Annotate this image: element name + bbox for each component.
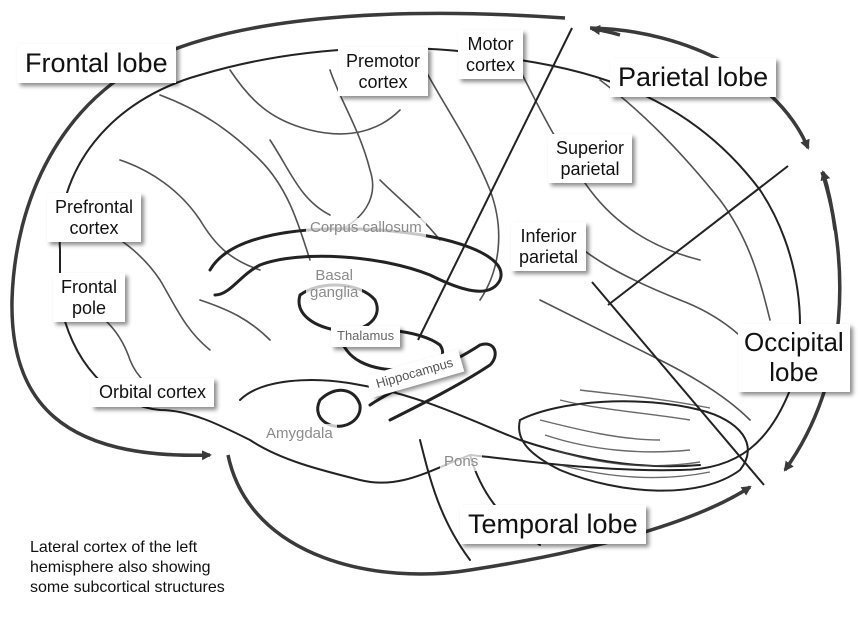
occipital-lobe-arrow-back — [823, 172, 835, 230]
inferior-parietal-label: Inferior parietal — [511, 222, 586, 271]
occipital-lobe-label: Occipital lobe — [738, 324, 850, 392]
superior-parietal-label: Superior parietal — [548, 134, 632, 183]
figure-caption: Lateral cortex of the left hemisphere al… — [30, 538, 225, 598]
pons-label: Pons — [440, 452, 482, 471]
prefrontal-cortex-label: Prefrontal cortex — [47, 193, 141, 242]
motor-cortex-label: Motor cortex — [458, 30, 523, 79]
amygdala-label: Amygdala — [262, 424, 337, 443]
frontal-pole-label: Frontal pole — [53, 273, 125, 322]
thalamus-label: Thalamus — [331, 326, 400, 347]
orbital-cortex-label: Orbital cortex — [91, 378, 214, 407]
frontal-lobe-label: Frontal lobe — [17, 44, 176, 83]
amygdala-shape — [318, 390, 360, 426]
parietal-lobe-label: Parietal lobe — [610, 58, 776, 97]
basal-ganglia-label: Basal ganglia — [306, 266, 362, 303]
temporal-lobe-label: Temporal lobe — [460, 505, 646, 544]
brain-outline — [60, 48, 800, 483]
premotor-cortex-label: Premotor cortex — [338, 47, 428, 96]
corpus-callosum-label: Corpus callosum — [306, 218, 426, 237]
